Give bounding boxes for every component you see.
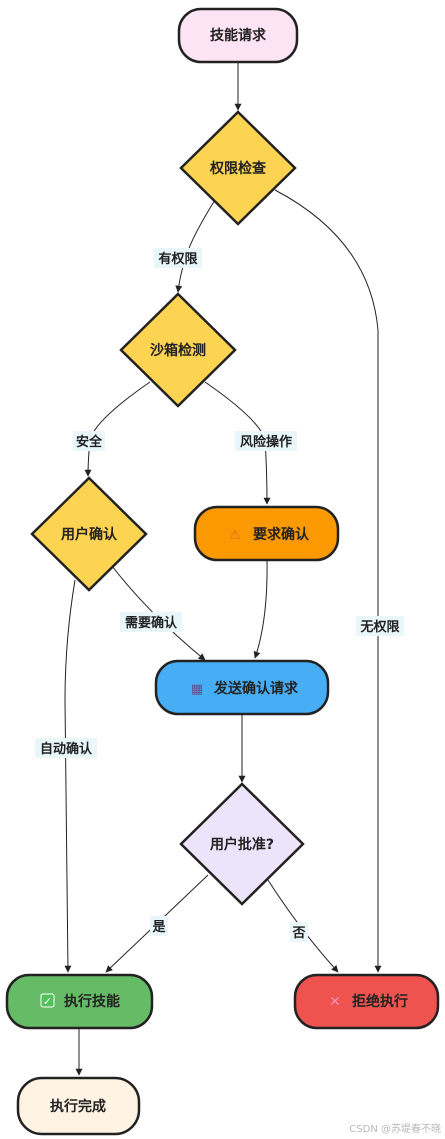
edge-label-has-permission: 有权限 xyxy=(154,248,202,268)
node-execution-complete-label: 执行完成 xyxy=(50,1098,106,1115)
node-send-confirm-request-label: 发送确认请求 xyxy=(213,680,299,697)
node-sandbox-check: 沙箱检测 xyxy=(119,292,237,408)
node-execute-skill-label: 执行技能 xyxy=(64,993,120,1010)
edge-label-risky-operation: 风险操作 xyxy=(235,431,297,451)
edge-labels: 有权限 无权限 安全 风险操作 需要确认 自动确认 是 否 xyxy=(35,248,404,942)
check-icon-box xyxy=(40,993,55,1008)
node-permission-check: 权限检查 xyxy=(179,110,297,226)
edge-label-yes: 是 xyxy=(150,916,168,936)
edge-label-risky-operation-text: 风险操作 xyxy=(240,434,292,450)
node-user-confirm: 用户确认 xyxy=(30,476,148,592)
node-reject-execution-label: 拒绝执行 xyxy=(352,993,408,1010)
edge-label-has-permission-text: 有权限 xyxy=(158,251,198,267)
edge-label-no-permission: 无权限 xyxy=(356,616,404,636)
cross-icon: ✕ xyxy=(329,994,341,1010)
node-user-approve: 用户批准? xyxy=(179,782,305,906)
edge-label-yes-text: 是 xyxy=(151,920,166,935)
edge-label-no: 否 xyxy=(290,922,308,942)
node-execution-complete: 执行完成 xyxy=(16,1076,141,1136)
edge-require-to-send xyxy=(253,559,268,659)
edge-label-no-permission-text: 无权限 xyxy=(359,619,400,635)
warning-icon: ⚠ xyxy=(229,528,241,543)
edge-sandbox-to-userconfirm xyxy=(84,381,151,477)
node-skill-request: 技能请求 xyxy=(177,7,299,64)
edge-label-needs-confirm-text: 需要确认 xyxy=(125,615,178,631)
edge-label-needs-confirm: 需要确认 xyxy=(120,612,182,632)
node-require-confirm: ⚠ 要求确认 xyxy=(193,505,340,562)
edge-permission-to-reject xyxy=(274,189,382,973)
edge-label-safe: 安全 xyxy=(73,431,105,451)
node-execute-skill: ✓ 执行技能 xyxy=(5,973,154,1030)
node-require-confirm-label: 要求确认 xyxy=(253,526,310,543)
node-skill-request-label: 技能请求 xyxy=(210,27,267,44)
watermark: CSDN @苏堤春不晓 xyxy=(349,1122,441,1135)
node-permission-check-label: 权限检查 xyxy=(209,160,267,177)
edge-userconfirm-to-execute xyxy=(64,579,76,973)
edge-label-no-text: 否 xyxy=(291,926,305,941)
node-reject-execution: ✕ 拒绝执行 xyxy=(293,973,440,1030)
node-user-approve-label: 用户批准? xyxy=(210,836,274,853)
check-icon: ✓ xyxy=(43,995,52,1008)
phone-icon: ▦ xyxy=(191,682,203,697)
edge-label-safe-text: 安全 xyxy=(76,434,103,450)
node-user-confirm-label: 用户确认 xyxy=(61,526,118,543)
edge-label-auto-confirm-text: 自动确认 xyxy=(40,741,93,757)
edge-label-auto-confirm: 自动确认 xyxy=(35,738,97,758)
node-send-confirm-request: ▦ 发送确认请求 xyxy=(154,659,330,716)
edge-permission-to-sandbox xyxy=(175,199,216,293)
node-sandbox-check-label: 沙箱检测 xyxy=(150,342,206,359)
